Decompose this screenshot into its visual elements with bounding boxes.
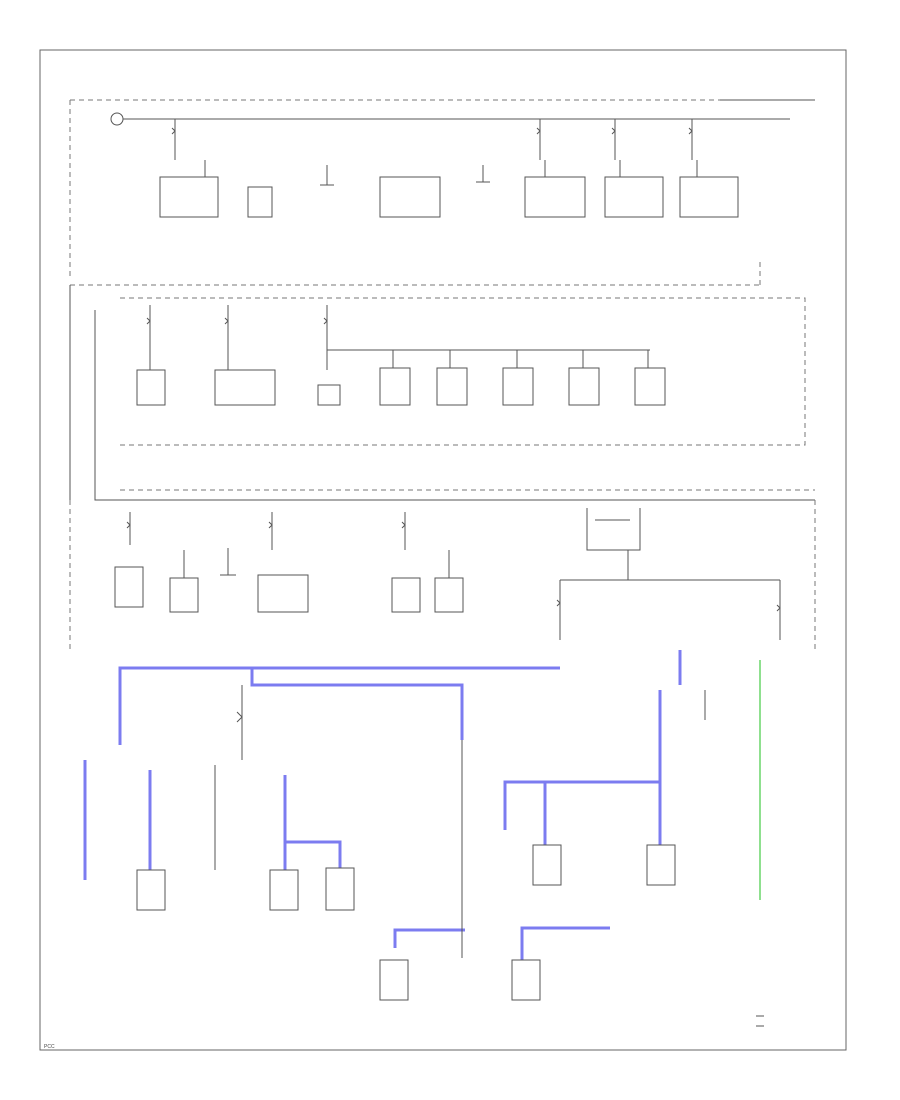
component-box — [136, 369, 166, 406]
fuse-icon — [171, 127, 693, 135]
blue-bus-main — [118, 666, 560, 745]
relay-box — [247, 186, 273, 218]
component-box — [568, 367, 600, 406]
drops-3 — [129, 512, 406, 550]
drop-wires-1 — [204, 160, 698, 186]
component-box — [325, 867, 355, 911]
component-box — [136, 869, 166, 911]
blue-bus-branch — [250, 668, 464, 740]
feed-wires-2 — [69, 285, 815, 501]
component-box — [159, 176, 219, 218]
component-box — [269, 869, 299, 911]
power-dist-label-1 — [725, 88, 813, 96]
blue-bottom-right — [520, 926, 610, 960]
diagram-frame — [39, 49, 847, 1051]
component-box — [511, 959, 541, 1001]
blue-bottom-left — [393, 928, 465, 948]
section-top-row — [69, 88, 815, 286]
component-box — [169, 577, 199, 613]
branch-drops-2 — [392, 350, 649, 368]
black-wires-lower — [214, 685, 706, 958]
dashed-box-3 — [69, 489, 816, 650]
blue-drops-left — [83, 760, 342, 880]
component-box — [379, 367, 411, 406]
section-lower — [83, 650, 761, 1001]
component-box — [502, 367, 534, 406]
fuse-icon — [126, 521, 406, 529]
dashed-box-1 — [69, 99, 815, 286]
component-box — [679, 176, 739, 218]
battery-terminal — [110, 112, 124, 126]
component-box — [532, 844, 562, 886]
footer-code: PCC — [44, 1044, 55, 1050]
bus-2 — [149, 305, 650, 370]
component-box — [379, 176, 441, 218]
component-box — [646, 844, 676, 886]
component-box — [391, 577, 421, 613]
component-box — [214, 369, 276, 406]
drops-3b — [183, 548, 236, 578]
junction-relay — [586, 508, 641, 580]
component-box — [379, 959, 409, 1001]
component-box — [114, 566, 144, 608]
component-box — [257, 574, 309, 613]
component-box — [436, 367, 468, 406]
dashed-box-2 — [120, 297, 806, 446]
component-box — [604, 176, 664, 218]
component-box — [634, 367, 666, 406]
component-box — [434, 577, 464, 613]
component-box — [317, 384, 341, 406]
section-second-row — [69, 285, 815, 501]
relay-output-bus — [559, 579, 781, 640]
fuse-icon — [556, 599, 781, 612]
blue-right-group — [503, 650, 682, 845]
component-box — [524, 176, 586, 218]
fuse-drops-1 — [174, 119, 693, 160]
legend — [756, 1015, 764, 1027]
fuse-icon — [146, 317, 328, 325]
fuse-icon — [236, 711, 243, 723]
section-third-row — [69, 489, 816, 650]
